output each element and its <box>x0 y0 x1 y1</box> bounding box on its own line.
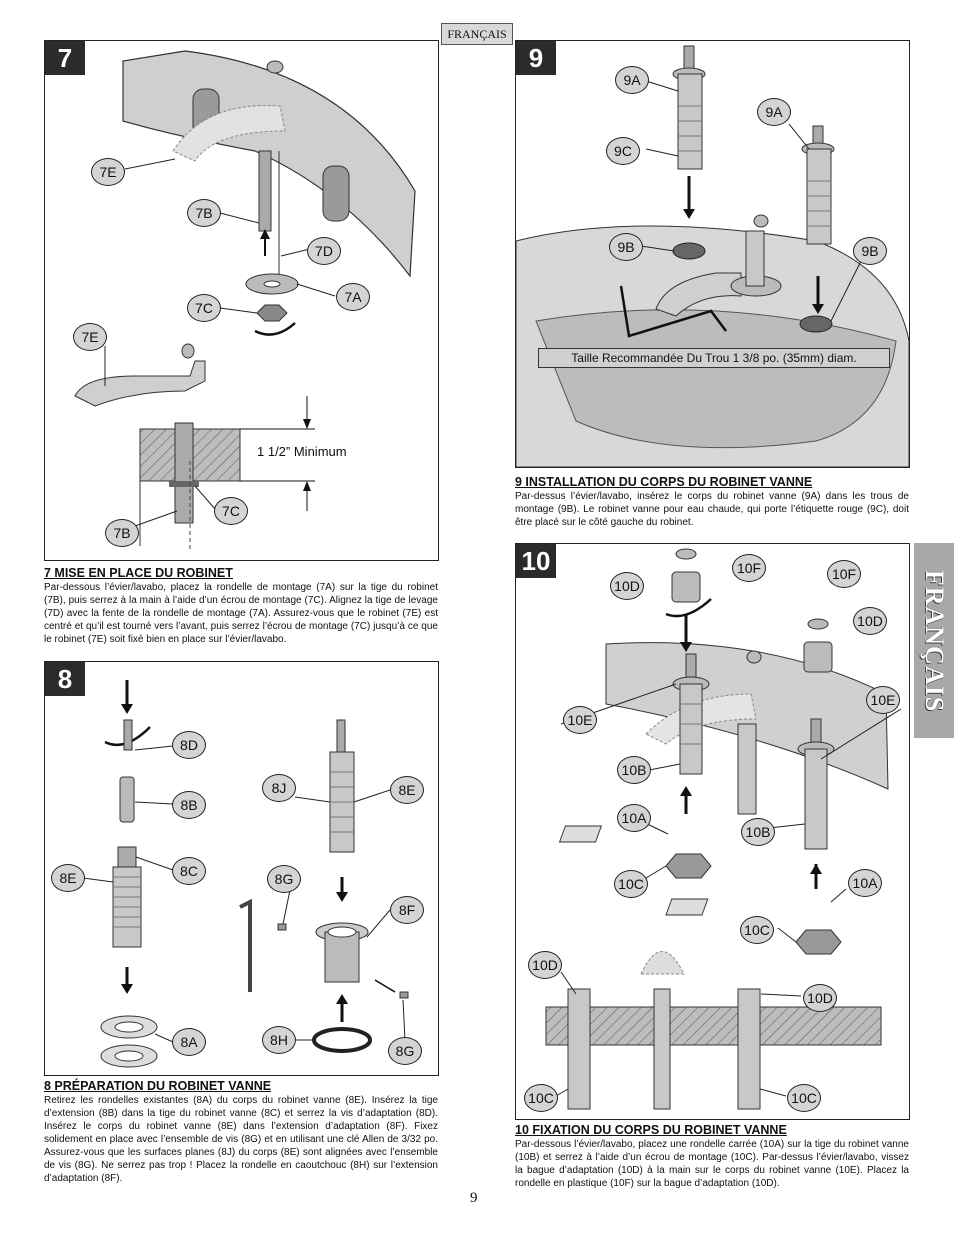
callout-7d: 7D <box>307 237 341 265</box>
language-tab: FRANÇAIS <box>441 23 513 45</box>
callout-10a-right: 10A <box>848 869 882 897</box>
callout-8g-top: 8G <box>267 865 301 893</box>
callout-10c-bottom-right: 10C <box>787 1084 821 1112</box>
step-9-body: Par-dessus l’évier/lavabo, insérez le co… <box>515 491 909 528</box>
side-tab-label: FRANÇAIS <box>920 569 949 712</box>
step-9-title: 9 INSTALLATION DU CORPS DU ROBINET VANNE <box>515 475 813 489</box>
callout-7b-bottom: 7B <box>105 519 139 547</box>
callout-10c-bottom-left: 10C <box>524 1084 558 1112</box>
callout-10c-left: 10C <box>614 870 648 898</box>
callout-7c-top: 7C <box>187 294 221 322</box>
step-8-panel: 8 <box>44 661 439 1076</box>
step-7-title: 7 MISE EN PLACE DU ROBINET <box>44 566 233 580</box>
step-7-panel: 7 <box>44 40 439 561</box>
step-10-number: 10 <box>516 544 556 578</box>
step-9-panel: 9 9A 9A 9C 9B 9B Taill <box>515 40 910 468</box>
page-number: 9 <box>470 1190 478 1206</box>
step-10-panel: 10 <box>515 543 910 1120</box>
callout-8b: 8B <box>172 791 206 819</box>
callout-10f-right: 10F <box>827 560 861 588</box>
callout-7e-bottom: 7E <box>73 323 107 351</box>
callout-8d: 8D <box>172 731 206 759</box>
callout-10d-right: 10D <box>853 607 887 635</box>
callout-9b-right: 9B <box>853 237 887 265</box>
callout-7a: 7A <box>336 283 370 311</box>
callout-10d-bottom-left: 10D <box>528 951 562 979</box>
callout-10e-right: 10E <box>866 686 900 714</box>
callout-7e-top: 7E <box>91 158 125 186</box>
callout-10b-left: 10B <box>617 756 651 784</box>
hole-size-note: Taille Recommandée Du Trou 1 3/8 po. (35… <box>538 348 890 368</box>
callout-8f: 8F <box>390 896 424 924</box>
step-10-body: Par-dessous l’évier/lavabo, placez une r… <box>515 1139 909 1189</box>
callout-10d-left: 10D <box>610 572 644 600</box>
step-7-illustration <box>74 50 416 551</box>
callout-10c-right: 10C <box>740 916 774 944</box>
callout-10d-bottom-right: 10D <box>803 984 837 1012</box>
step-9-illustration <box>516 45 909 467</box>
step-9-number: 9 <box>516 41 556 75</box>
step-10-illustration <box>545 548 902 1110</box>
step-8-number: 8 <box>45 662 85 696</box>
step-8-illustration <box>82 680 409 1068</box>
callout-8c: 8C <box>172 857 206 885</box>
language-side-tab: FRANÇAIS <box>914 543 954 738</box>
callout-10f-left: 10F <box>732 554 766 582</box>
callout-7c-bottom: 7C <box>214 497 248 525</box>
step-10-title: 10 FIXATION DU CORPS DU ROBINET VANNE <box>515 1123 787 1137</box>
callout-8j: 8J <box>262 774 296 802</box>
callout-10e-left: 10E <box>563 706 597 734</box>
callout-7b-top: 7B <box>187 199 221 227</box>
callout-8g-bottom: 8G <box>388 1037 422 1065</box>
callout-10b-right: 10B <box>741 818 775 846</box>
step-8-title: 8 PRÉPARATION DU ROBINET VANNE <box>44 1079 272 1093</box>
step-7-number: 7 <box>45 41 85 75</box>
callout-8e-right: 8E <box>390 776 424 804</box>
callout-9a-right: 9A <box>757 98 791 126</box>
callout-8h: 8H <box>262 1026 296 1054</box>
callout-8a: 8A <box>172 1028 206 1056</box>
callout-9b-left: 9B <box>609 233 643 261</box>
step-7-body: Par-dessous l’évier/lavabo, placez la ro… <box>44 582 438 645</box>
callout-10a-left: 10A <box>617 804 651 832</box>
dimension-label: 1 1/2” Minimum <box>257 444 347 459</box>
callout-9a-left: 9A <box>615 66 649 94</box>
callout-8e-left: 8E <box>51 864 85 892</box>
step-8-body: Retirez les rondelles existantes (8A) du… <box>44 1095 438 1184</box>
callout-9c: 9C <box>606 137 640 165</box>
